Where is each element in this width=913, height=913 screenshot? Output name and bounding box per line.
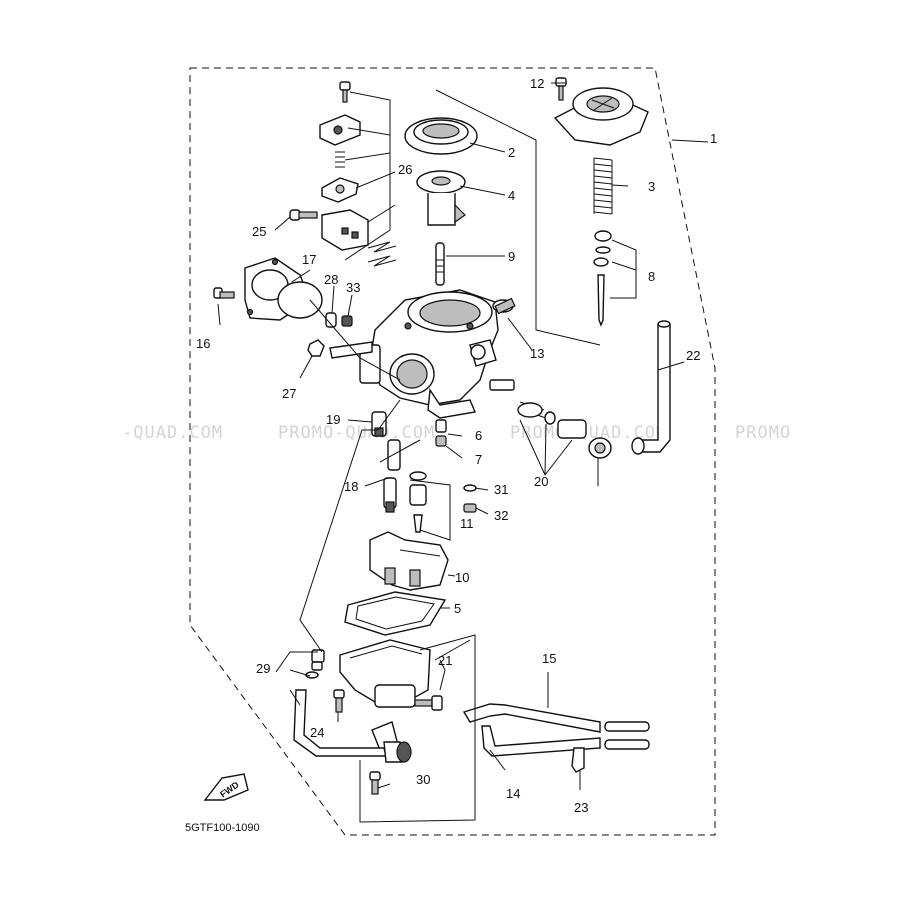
part-13-screw	[494, 297, 516, 315]
callout-24: 24	[310, 725, 324, 740]
callout-16: 16	[196, 336, 210, 351]
part-float-bowl	[339, 639, 431, 751]
watermark-text-2: PROMO-QUAD.COM	[278, 423, 435, 443]
callout-6: 6	[475, 428, 482, 443]
part-4-piston	[416, 170, 466, 226]
part-15-hose	[462, 703, 650, 733]
part-10-float	[369, 531, 449, 591]
part-20-pilot-set	[489, 379, 612, 459]
part-30-screw	[369, 771, 381, 795]
part-12-screw	[555, 77, 567, 101]
part-29-spring-screw	[305, 649, 325, 679]
callout-14: 14	[506, 786, 520, 801]
part-21-drain-screw	[414, 695, 443, 711]
part-7-jet	[435, 435, 447, 447]
callout-21: 21	[438, 653, 452, 668]
part-5-float-gasket	[344, 591, 447, 636]
leader-lines	[217, 82, 709, 823]
callout-25: 25	[252, 224, 266, 239]
callout-22: 22	[686, 348, 700, 363]
carburetor-body	[329, 289, 514, 419]
watermark: -QUAD.COM PROMO-QUAD.COM PROMO-QUAD.COM …	[122, 423, 791, 443]
diagram-code-label: 5GTF100-1090	[185, 822, 260, 834]
part-32-screw	[463, 503, 477, 513]
part-6-jet	[435, 419, 447, 433]
part-3-spring	[593, 157, 613, 215]
part-9-needle-jet	[435, 242, 445, 286]
callout-29: 29	[256, 661, 270, 676]
part-1-cover	[553, 87, 649, 146]
callout-28: 28	[324, 272, 338, 287]
callout-27: 27	[282, 386, 296, 401]
part-2-diaphragm	[404, 117, 478, 155]
callout-2: 2	[508, 145, 515, 160]
callout-30: 30	[416, 772, 430, 787]
part-26-throttle-cap	[319, 81, 369, 251]
callout-18: 18	[344, 479, 358, 494]
callout-1: 1	[710, 131, 717, 146]
callout-32: 32	[494, 508, 508, 523]
callout-11: 11	[460, 516, 474, 531]
part-19-jet	[371, 411, 387, 437]
callout-23: 23	[574, 800, 588, 815]
part-14-hose	[481, 725, 650, 757]
part-27-nut	[307, 339, 325, 357]
callout-labels: 1 2 3 4 5 6 7 8 9 10 11 12 13 14 15 16 1…	[196, 76, 717, 815]
part-31-o-ring	[463, 484, 477, 492]
part-8-needle-set	[593, 230, 612, 327]
part-22-vent-hose	[631, 320, 671, 455]
callout-33: 33	[346, 280, 360, 295]
watermark-text-1: -QUAD.COM	[122, 423, 223, 443]
callout-15: 15	[542, 651, 556, 666]
fwd-arrow-icon: FWD	[203, 773, 249, 801]
callout-8: 8	[648, 269, 655, 284]
assembly-boundary	[189, 67, 716, 836]
watermark-text-4: PROMO	[735, 423, 791, 443]
callout-13: 13	[530, 346, 544, 361]
part-25-screw	[289, 209, 318, 221]
part-23-clip	[571, 747, 585, 773]
part-17-gasket-plate	[244, 257, 323, 321]
callout-26: 26	[398, 162, 412, 177]
part-clip	[367, 241, 397, 267]
callout-3: 3	[648, 179, 655, 194]
callout-20: 20	[534, 474, 548, 489]
callout-12: 12	[530, 76, 544, 91]
part-33-screw	[341, 315, 353, 327]
callout-9: 9	[508, 249, 515, 264]
part-18-jet-holder	[383, 439, 401, 513]
part-24-screw	[333, 689, 345, 713]
part-28-plug	[325, 312, 337, 328]
part-16-screw	[213, 287, 235, 299]
part-drain-hose	[293, 689, 412, 763]
callout-19: 19	[326, 412, 340, 427]
part-11-float-valve	[409, 471, 427, 533]
callout-7: 7	[475, 452, 482, 467]
callout-31: 31	[494, 482, 508, 497]
callout-5: 5	[454, 601, 461, 616]
watermark-text-3: PROMO-QUAD.COM	[510, 423, 667, 443]
callout-10: 10	[455, 570, 469, 585]
callout-4: 4	[508, 188, 515, 203]
callout-17: 17	[302, 252, 316, 267]
